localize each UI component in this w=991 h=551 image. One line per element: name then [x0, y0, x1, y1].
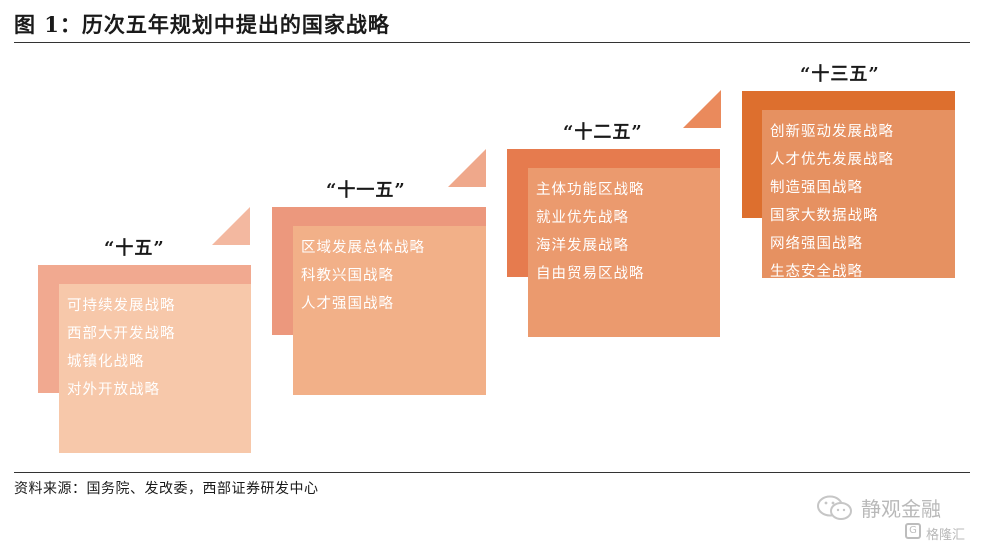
plan-label-12th: “十二五” [563, 122, 643, 143]
step-triangle-11th [448, 149, 486, 187]
plan-label-10th: “十五” [104, 238, 165, 259]
strategy-item: 制造强国战略 [770, 180, 863, 196]
figure-title: 图 1：历次五年规划中提出的国家战略 [14, 12, 390, 37]
strategy-item: 城镇化战略 [67, 354, 145, 370]
strategy-item: 人才强国战略 [301, 296, 394, 312]
strategy-item: 人才优先发展战略 [770, 152, 894, 168]
strategy-item: 创新驱动发展战略 [770, 124, 894, 140]
plan-label-11th: “十一五” [326, 180, 406, 201]
plan-card-11th: 区域发展总体战略 科教兴国战略 人才强国战略 [293, 226, 486, 395]
strategy-item: 对外开放战略 [67, 382, 160, 398]
strategy-item: 海洋发展战略 [536, 238, 629, 254]
plan-label-13th: “十三五” [800, 64, 880, 85]
strategy-item: 自由贸易区战略 [536, 266, 645, 282]
step-triangle-12th [683, 90, 721, 128]
watermark-text: 静观金融 [861, 497, 941, 521]
step-triangle-10th [212, 207, 250, 245]
strategy-item: 可持续发展战略 [67, 298, 176, 314]
strategy-item: 科教兴国战略 [301, 268, 394, 284]
plan-card-12th: 主体功能区战略 就业优先战略 海洋发展战略 自由贸易区战略 [528, 168, 720, 337]
wechat-icon [817, 495, 852, 520]
strategy-item: 区域发展总体战略 [301, 240, 425, 256]
strategy-item: 就业优先战略 [536, 210, 629, 226]
plan-card-10th: 可持续发展战略 西部大开发战略 城镇化战略 对外开放战略 [59, 284, 251, 453]
strategy-item: 主体功能区战略 [536, 182, 645, 198]
plan-card-13th: 创新驱动发展战略 人才优先发展战略 制造强国战略 国家大数据战略 网络强国战略 … [762, 110, 955, 280]
strategy-item: 国家大数据战略 [770, 208, 879, 224]
watermark-subtext: 格隆汇 [926, 528, 966, 543]
top-divider [14, 42, 970, 43]
watermark-wechat: 静观金融 [815, 493, 941, 522]
bottom-divider [14, 472, 970, 473]
strategy-item: 西部大开发战略 [67, 326, 176, 342]
strategy-item: 网络强国战略 [770, 236, 863, 252]
source-note: 资料来源：国务院、发改委，西部证券研发中心 [14, 481, 319, 497]
strategy-item: 生态安全战略 [770, 264, 863, 280]
gelonghui-logo-icon: G [905, 523, 921, 539]
